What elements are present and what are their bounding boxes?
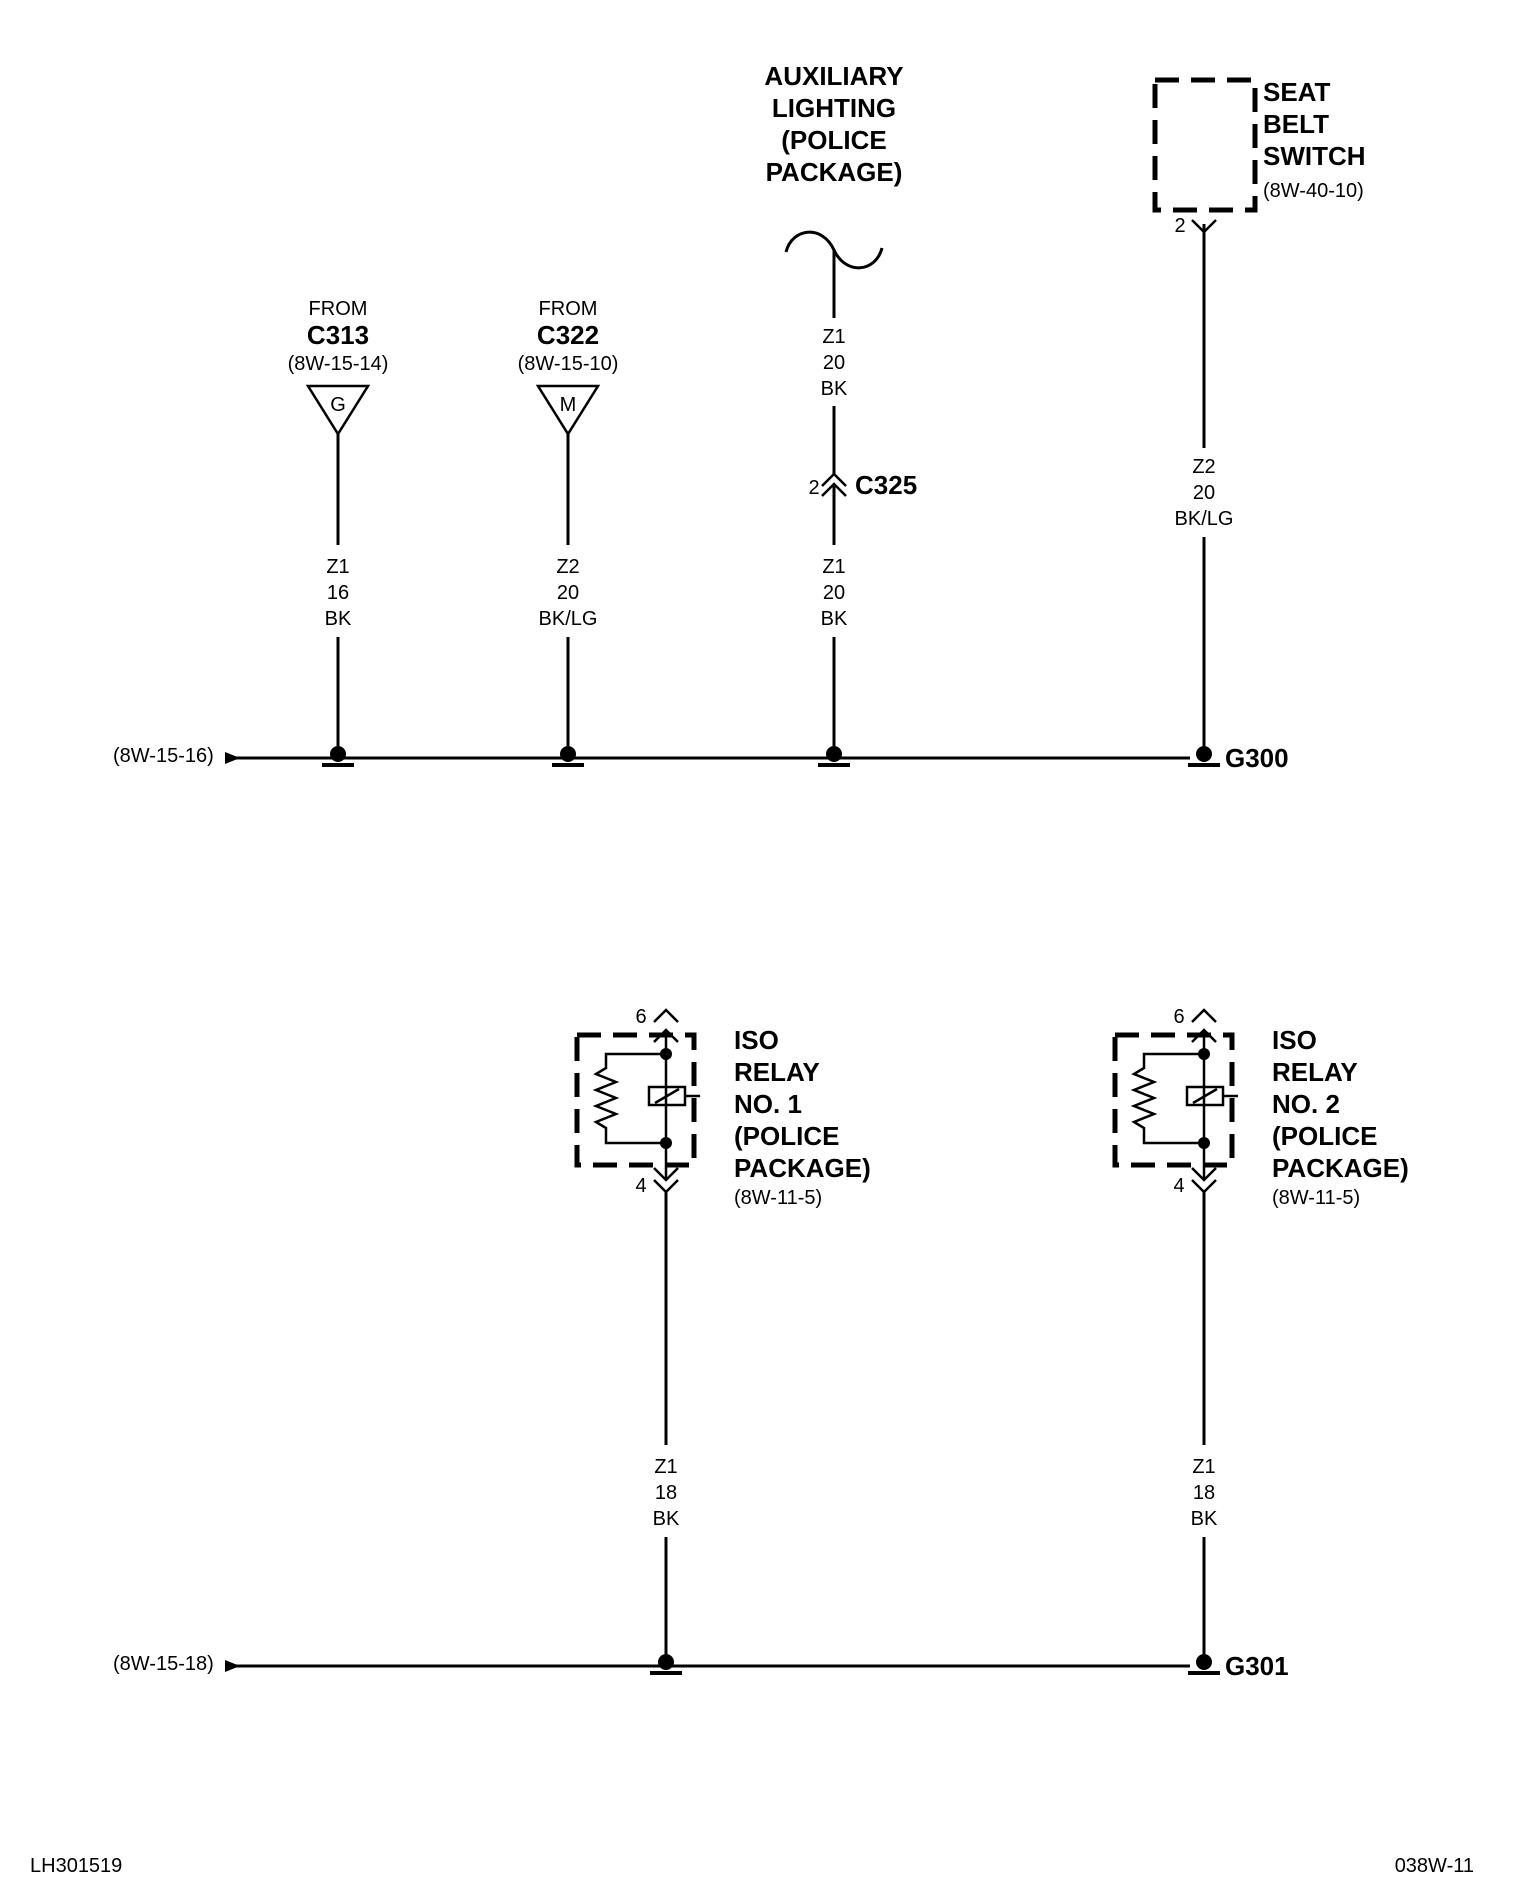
connector-pin-icon — [1191, 1179, 1217, 1194]
relay2-ref: (8W-11-5) — [1272, 1187, 1360, 1209]
c313-pin: G — [330, 394, 346, 416]
aux-lower-wire-color: BK — [821, 608, 848, 630]
aux-title-line4: PACKAGE) — [766, 157, 903, 187]
relay1-pin-bottom: 4 — [635, 1175, 646, 1197]
connector-pin-icon — [1191, 1008, 1217, 1023]
c322-pin: M — [560, 394, 577, 416]
relay2-wire-circuit: Z1 — [1192, 1456, 1215, 1478]
relay1-title-line2: RELAY — [734, 1057, 820, 1087]
connector-c313-column: FROM C313 (8W-15-14) G Z1 16 BK — [288, 298, 389, 746]
aux-title-line2: LIGHTING — [772, 93, 896, 123]
c313-wire-color: BK — [325, 608, 352, 630]
c313-name: C313 — [307, 320, 369, 350]
bottom-ground-bus: (8W-15-18) G301 — [113, 1651, 1289, 1681]
seat-belt-switch-column: SEAT BELT SWITCH (8W-40-10) 2 Z2 20 BK/L… — [1152, 77, 1366, 746]
seat-belt-title-line2: BELT — [1263, 109, 1329, 139]
relay1-box — [574, 1032, 697, 1168]
seat-belt-title-line3: SWITCH — [1263, 141, 1366, 171]
c322-from-label: FROM — [539, 298, 598, 320]
footer-left-code: LH301519 — [30, 1855, 122, 1877]
relay1-title-line3: NO. 1 — [734, 1089, 802, 1119]
relay-coil-icon — [1185, 1085, 1238, 1107]
relay2-box — [1112, 1032, 1235, 1168]
aux-lower-wire-gauge: 20 — [823, 582, 845, 604]
relay2-title-line5: PACKAGE) — [1272, 1153, 1409, 1183]
seat-belt-wire-gauge: 20 — [1193, 482, 1215, 504]
ground-g300-label: G300 — [1225, 743, 1289, 773]
bottom-bus-ref: (8W-15-18) — [113, 1653, 214, 1675]
c313-wire-circuit: Z1 — [326, 556, 349, 578]
c325-pin: 2 — [808, 477, 819, 499]
connector-pin-icon — [653, 1167, 679, 1182]
seat-belt-ref: (8W-40-10) — [1263, 180, 1364, 202]
relay2-wire-gauge: 18 — [1193, 1482, 1215, 1504]
relay-coil-icon — [647, 1085, 700, 1107]
aux-upper-wire-circuit: Z1 — [822, 326, 845, 348]
c322-wire-gauge: 20 — [557, 582, 579, 604]
connector-pin-icon — [653, 1179, 679, 1194]
aux-lighting-column: AUXILIARY LIGHTING (POLICE PACKAGE) Z1 2… — [764, 61, 917, 746]
splice-icon — [818, 746, 850, 767]
seat-belt-pin: 2 — [1174, 215, 1185, 237]
aux-lower-wire-circuit: Z1 — [822, 556, 845, 578]
connector-triangle-icon — [305, 384, 371, 437]
relay1-title-line5: PACKAGE) — [734, 1153, 871, 1183]
aux-upper-wire-gauge: 20 — [823, 352, 845, 374]
aux-upper-wire-color: BK — [821, 378, 848, 400]
relay1-wire-color: BK — [653, 1508, 680, 1530]
relay2-title-line3: NO. 2 — [1272, 1089, 1340, 1119]
splice-icon — [650, 1654, 682, 1675]
footer-right-code: 038W-11 — [1395, 1855, 1474, 1877]
connector-pin-icon — [1191, 1167, 1217, 1182]
ground-g301-icon — [1188, 1654, 1220, 1675]
top-ground-bus: (8W-15-16) G300 — [113, 743, 1289, 773]
c322-wire-color: BK/LG — [539, 608, 598, 630]
top-splices — [322, 746, 1220, 767]
relay1-wire-gauge: 18 — [655, 1482, 677, 1504]
c322-name: C322 — [537, 320, 599, 350]
relay2-wire-color: BK — [1191, 1508, 1218, 1530]
seat-belt-switch-box — [1152, 77, 1258, 213]
resistor-icon — [592, 1052, 666, 1145]
relay2-title-line2: RELAY — [1272, 1057, 1358, 1087]
iso-relay-2: 6 4 ISO RELAY NO. 2 (POLICE PACKAGE) (8W… — [1112, 1006, 1409, 1654]
relay1-title-line1: ISO — [734, 1025, 779, 1055]
splice-icon — [552, 746, 584, 767]
connector-triangle-icon — [535, 384, 601, 437]
c325-name: C325 — [855, 470, 917, 500]
iso-relay-1: 6 4 ISO RELAY NO. 1 (POLICE PACKAGE) (8W… — [574, 1006, 871, 1654]
c313-wire-gauge: 16 — [327, 582, 349, 604]
ground-g300-icon — [1188, 746, 1220, 767]
ground-g301-label: G301 — [1225, 1651, 1289, 1681]
c322-wire-circuit: Z2 — [556, 556, 579, 578]
top-bus-ref: (8W-15-16) — [113, 745, 214, 767]
splice-icon — [322, 746, 354, 767]
relay2-pin-bottom: 4 — [1173, 1175, 1184, 1197]
aux-title-line3: (POLICE — [781, 125, 886, 155]
inline-connector-icon — [821, 472, 847, 497]
relay1-pin-top: 6 — [635, 1006, 646, 1028]
aux-title-line1: AUXILIARY — [764, 61, 903, 91]
relay1-wire-circuit: Z1 — [654, 1456, 677, 1478]
c322-ref: (8W-15-10) — [518, 353, 619, 375]
seat-belt-wire-circuit: Z2 — [1192, 456, 1215, 478]
c313-from-label: FROM — [309, 298, 368, 320]
connector-c322-column: FROM C322 (8W-15-10) M Z2 20 BK/LG — [518, 298, 619, 746]
relay1-ref: (8W-11-5) — [734, 1187, 822, 1209]
connector-pin-icon — [653, 1008, 679, 1023]
relay2-pin-top: 6 — [1173, 1006, 1184, 1028]
relay2-title-line1: ISO — [1272, 1025, 1317, 1055]
seat-belt-title-line1: SEAT — [1263, 77, 1331, 107]
relay2-title-line4: (POLICE — [1272, 1121, 1377, 1151]
c313-ref: (8W-15-14) — [288, 353, 389, 375]
relay1-title-line4: (POLICE — [734, 1121, 839, 1151]
resistor-icon — [1130, 1052, 1204, 1145]
seat-belt-wire-color: BK/LG — [1175, 508, 1234, 530]
